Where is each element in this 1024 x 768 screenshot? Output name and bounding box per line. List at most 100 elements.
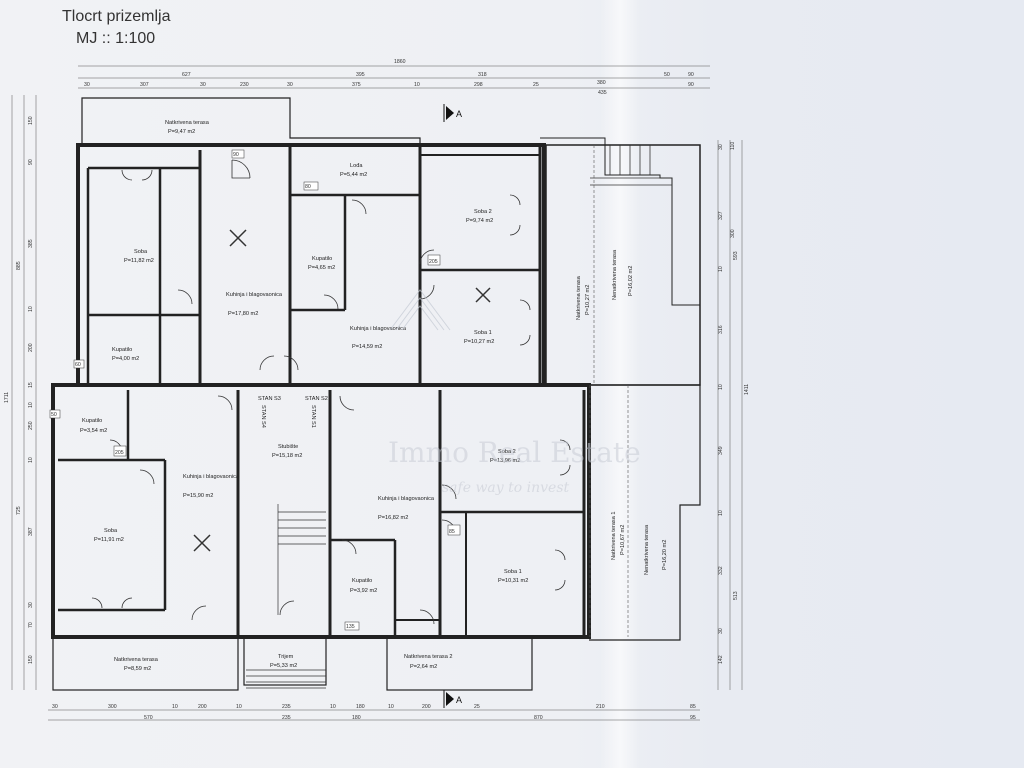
svg-text:10: 10 [28, 457, 34, 463]
room-label-terrace-se: Natkrivena terasa 1 P=10,67 m2 [611, 511, 626, 560]
dim-bottom-row2: 570 235 180 870 95 [144, 715, 696, 721]
room-label-open-terrace-se: Nenatkrivena terasa P=16,20 m2 [644, 524, 668, 575]
watermark-brand: Immo Real Estate [388, 436, 641, 469]
svg-text:30: 30 [718, 144, 724, 150]
svg-text:10: 10 [236, 704, 242, 710]
svg-text:P=15,18 m2: P=15,18 m2 [272, 453, 302, 459]
svg-text:327: 327 [718, 211, 724, 220]
svg-text:Nenatkrivena terasa: Nenatkrivena terasa [644, 524, 650, 575]
svg-text:P=10,67 m2: P=10,67 m2 [620, 525, 626, 555]
svg-text:110: 110 [730, 142, 736, 150]
svg-text:P=13,96 m2: P=13,96 m2 [490, 458, 520, 464]
svg-text:10: 10 [388, 704, 394, 710]
plan-scale: MJ :: 1:100 [76, 30, 156, 47]
svg-text:Kupatilo: Kupatilo [352, 578, 372, 584]
apartment-labels: STAN S3 STAN S2 STAN S4 STAN S1 [258, 396, 328, 428]
svg-text:Kuhinja i blagovaonica: Kuhinja i blagovaonica [378, 496, 435, 502]
svg-text:235: 235 [282, 704, 291, 710]
door-tags: 90 80 205 135 205 85 60 50 [49, 149, 461, 631]
section-mark-top: A [443, 104, 462, 122]
svg-text:80: 80 [305, 184, 311, 190]
svg-text:150: 150 [28, 116, 34, 125]
svg-text:30: 30 [28, 602, 34, 608]
svg-text:387: 387 [28, 527, 34, 536]
svg-text:235: 235 [282, 715, 291, 721]
interior-walls [58, 145, 586, 637]
svg-text:30: 30 [287, 82, 293, 88]
room-label-kuhinja-n: Kuhinja i blagovaonica P=14,59 m2 [350, 326, 407, 350]
dimension-chain-right [717, 140, 743, 690]
svg-text:P=10,31 m2: P=10,31 m2 [498, 578, 528, 584]
svg-text:STAN S4: STAN S4 [260, 405, 266, 428]
svg-text:P=11,91 m2: P=11,91 m2 [94, 537, 124, 543]
dim-right-total: 1411 [744, 384, 750, 395]
room-label-soba-nw: Soba P=11,82 m2 [124, 249, 154, 264]
svg-text:205: 205 [429, 259, 438, 265]
dim-right-sub: 593 513 [733, 251, 739, 600]
room-label-soba2-ne: Soba 2 P=9,74 m2 [466, 209, 493, 224]
svg-text:30: 30 [718, 628, 724, 634]
plan-title: Tlocrt prizemlja [62, 8, 171, 25]
room-label-terrace2-bottom: Natkrivena terasa 2 P=2,64 m2 [404, 654, 453, 670]
svg-text:Soba 1: Soba 1 [474, 330, 492, 336]
dim-left-row: 150 90 385 10 200 15 10 250 10 387 30 70… [28, 116, 34, 664]
room-label-terrace-top: Natkrivena terasa P=9,47 m2 [165, 120, 210, 135]
svg-text:385: 385 [28, 239, 34, 248]
room-label-soba1-se: Soba 1 P=10,31 m2 [498, 569, 528, 584]
svg-text:Soba 2: Soba 2 [498, 449, 516, 455]
room-label-lodja: Lođa P=5,44 m2 [340, 163, 367, 178]
svg-text:50: 50 [664, 72, 670, 78]
svg-text:P=10,27 m2: P=10,27 m2 [464, 339, 494, 345]
svg-text:210: 210 [596, 704, 605, 710]
svg-text:P=15,90 m2: P=15,90 m2 [183, 493, 213, 499]
svg-text:142: 142 [718, 655, 724, 664]
svg-text:STAN S2: STAN S2 [305, 396, 328, 402]
door-swings [91, 159, 571, 625]
svg-text:725: 725 [16, 506, 22, 515]
room-label-soba-sw: Soba P=11,91 m2 [94, 528, 124, 543]
svg-text:380: 380 [597, 80, 606, 86]
svg-text:332: 332 [718, 566, 724, 575]
svg-text:10: 10 [718, 510, 724, 516]
svg-text:P=10,27 m2: P=10,27 m2 [585, 285, 591, 315]
svg-text:P=14,59 m2: P=14,59 m2 [352, 344, 382, 350]
svg-text:10: 10 [28, 402, 34, 408]
svg-text:P=4,65 m2: P=4,65 m2 [308, 265, 335, 271]
svg-text:135: 135 [346, 624, 355, 630]
exterior-stair-ne [590, 145, 672, 186]
svg-text:90: 90 [28, 159, 34, 165]
svg-text:A: A [456, 109, 462, 119]
svg-text:P=2,64 m2: P=2,64 m2 [410, 664, 437, 670]
room-label-kupatilo-sw: Kupatilo P=3,54 m2 [80, 418, 107, 434]
svg-text:300: 300 [108, 704, 117, 710]
svg-text:Lođa: Lođa [350, 163, 363, 169]
svg-text:180: 180 [352, 715, 361, 721]
svg-text:570: 570 [144, 715, 153, 721]
svg-text:10: 10 [718, 266, 724, 272]
svg-text:85: 85 [449, 529, 455, 535]
svg-text:90: 90 [688, 72, 694, 78]
dim-top-row1: 627 395 318 380 50 90 [182, 72, 694, 86]
svg-text:627: 627 [182, 72, 191, 78]
room-label-kupatilo-n: Kupatilo P=4,65 m2 [308, 256, 335, 271]
svg-text:298: 298 [474, 82, 483, 88]
room-label-terrace-ne: Natkrivena terasa P=10,27 m2 [576, 275, 591, 320]
room-label-terrace-bottom: Natkrivena terasa P=8,59 m2 [114, 657, 159, 672]
svg-text:Kupatilo: Kupatilo [312, 256, 332, 262]
svg-text:90: 90 [233, 152, 239, 158]
dimension-chain-top [78, 65, 710, 89]
svg-text:Natkrivena terasa 2: Natkrivena terasa 2 [404, 654, 453, 660]
dim-top-row2: 30 307 30 230 30 375 10 298 25 435 90 [84, 82, 694, 96]
room-label-soba2-se: Soba 2 P=13,96 m2 [490, 449, 520, 464]
svg-text:90: 90 [688, 82, 694, 88]
svg-text:375: 375 [352, 82, 361, 88]
svg-text:513: 513 [733, 591, 739, 600]
plan-title-block: Tlocrt prizemlja MJ :: 1:100 [62, 6, 170, 50]
svg-text:P=3,92 m2: P=3,92 m2 [350, 588, 377, 594]
svg-text:STAN S1: STAN S1 [310, 405, 316, 428]
svg-text:Soba 2: Soba 2 [474, 209, 492, 215]
svg-text:Trijem: Trijem [278, 654, 294, 660]
svg-text:Kuhinja i blagovaonica: Kuhinja i blagovaonica [183, 474, 240, 480]
dimension-chain-bottom [48, 709, 700, 721]
